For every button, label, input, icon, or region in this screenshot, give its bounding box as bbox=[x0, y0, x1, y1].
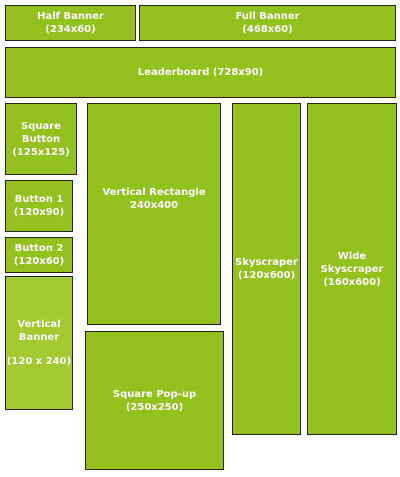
button-2-name: Button 2 bbox=[14, 243, 64, 254]
vertical-rectangle-box: Vertical Rectangle 240x400 bbox=[87, 103, 221, 325]
half-banner-box: Half Banner (234x60) bbox=[5, 5, 136, 41]
square-button-name: Square Button bbox=[21, 120, 61, 145]
wide-skyscraper-box: Wide Skyscraper (160x600) bbox=[307, 103, 397, 435]
leaderboard-box: Leaderboard (728x90) bbox=[5, 47, 396, 98]
square-popup-size: (250x250) bbox=[125, 401, 184, 413]
button-2-box: Button 2 (120x60) bbox=[5, 237, 73, 273]
half-banner-size: (234x60) bbox=[45, 24, 96, 35]
wide-skyscraper-size: (160x600) bbox=[323, 276, 381, 288]
square-popup-name: Square Pop-up bbox=[112, 388, 197, 400]
half-banner-name: Half Banner bbox=[37, 11, 104, 22]
vertical-rectangle-size: 240x400 bbox=[129, 200, 179, 211]
full-banner-name: Full Banner bbox=[235, 11, 300, 22]
wide-skyscraper-name: Wide Skyscraper bbox=[320, 250, 384, 275]
square-button-size: (125x125) bbox=[12, 146, 70, 158]
button-1-name: Button 1 bbox=[14, 194, 64, 205]
square-popup-box: Square Pop-up (250x250) bbox=[85, 331, 224, 470]
button-1-box: Button 1 (120x90) bbox=[5, 180, 73, 232]
square-button-box: Square Button (125x125) bbox=[5, 103, 77, 175]
vertical-rectangle-name: Vertical Rectangle bbox=[102, 187, 206, 198]
skyscraper-name: Skyscraper bbox=[235, 257, 298, 268]
vertical-banner-size: (120 x 240) bbox=[6, 356, 72, 367]
full-banner-size: (468x60) bbox=[242, 24, 293, 35]
button-1-size: (120x90) bbox=[13, 207, 65, 218]
skyscraper-box: Skyscraper (120x600) bbox=[232, 103, 301, 435]
leaderboard-label: Leaderboard (728x90) bbox=[137, 67, 264, 78]
vertical-banner-name-line1: Vertical bbox=[17, 319, 61, 330]
vertical-banner-name-line2: Banner bbox=[18, 332, 60, 343]
skyscraper-size: (120x600) bbox=[237, 270, 296, 281]
full-banner-box: Full Banner (468x60) bbox=[139, 5, 396, 41]
button-2-size: (120x60) bbox=[13, 256, 65, 267]
vertical-banner-box: Vertical Banner (120 x 240) bbox=[5, 276, 73, 410]
